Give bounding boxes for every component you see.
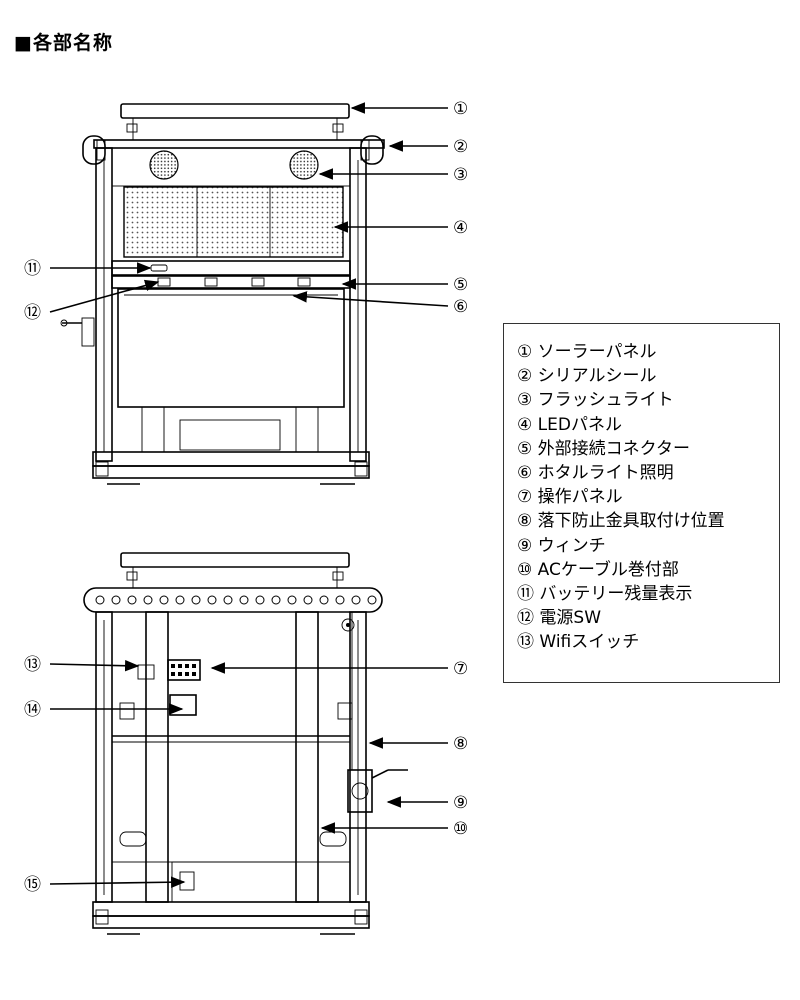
legend-item: ⑥ ホタルライト照明: [517, 463, 674, 484]
control-panel: [167, 659, 201, 681]
leader-12: [49, 279, 160, 313]
battery-indicator: [150, 264, 168, 272]
flash-light-right: [289, 150, 319, 180]
callout-6: ⑥: [453, 297, 468, 317]
legend-item: ⑨ ウィンチ: [517, 535, 606, 556]
flash-light-left: [149, 150, 179, 180]
hole-row: [95, 595, 377, 605]
legend-item: ⑧ 落下防止金具取付け位置: [517, 511, 725, 532]
legend-item: ⑬ Wifiスイッチ: [517, 632, 640, 653]
callout-15: ⑮: [24, 875, 41, 895]
led-panel: [123, 186, 344, 258]
callout-7: ⑦: [453, 659, 468, 679]
legend-box: ① ソーラーパネル ② シリアルシール ③ フラッシュライト ④ LEDパネル …: [503, 323, 780, 683]
legend-item: ① ソーラーパネル: [517, 342, 657, 362]
solar-panel: [120, 103, 350, 119]
winch: [347, 769, 373, 813]
callout-4: ④: [453, 218, 468, 238]
legend-item: ⑪ バッテリー残量表示: [517, 584, 693, 605]
leader-15: [49, 876, 186, 888]
legend-item: ③ フラッシュライト: [517, 390, 674, 411]
callout-2: ②: [453, 137, 468, 157]
legend-item: ② シリアルシール: [517, 366, 657, 387]
legend-item: ⑤ 外部接続コネクター: [517, 438, 690, 459]
leader-13: [49, 659, 140, 672]
callout-10: ⑩: [453, 819, 468, 839]
callout-3: ③: [453, 165, 468, 185]
leader-6: [292, 291, 449, 307]
callout-1: ①: [453, 99, 468, 119]
callout-13: ⑬: [24, 655, 41, 675]
legend-item: ⑦ 操作パネル: [517, 487, 623, 508]
page-title: ■各部名称: [14, 32, 113, 54]
wifi-switch: [137, 664, 155, 680]
callout-11: ⑪: [24, 259, 41, 279]
legend-item: ⑩ ACケーブル巻付部: [517, 559, 679, 580]
front-view: [60, 103, 385, 485]
legend-item: ④ LEDパネル: [517, 414, 622, 435]
callout-8: ⑧: [453, 734, 468, 754]
callout-14: ⑭: [24, 700, 41, 720]
callout-12: ⑫: [24, 303, 41, 323]
legend-item: ⑫ 電源SW: [517, 608, 602, 629]
rear-view: [83, 552, 408, 935]
callout-5: ⑤: [453, 275, 468, 295]
callout-9: ⑨: [453, 793, 468, 813]
part-15: [179, 871, 195, 891]
